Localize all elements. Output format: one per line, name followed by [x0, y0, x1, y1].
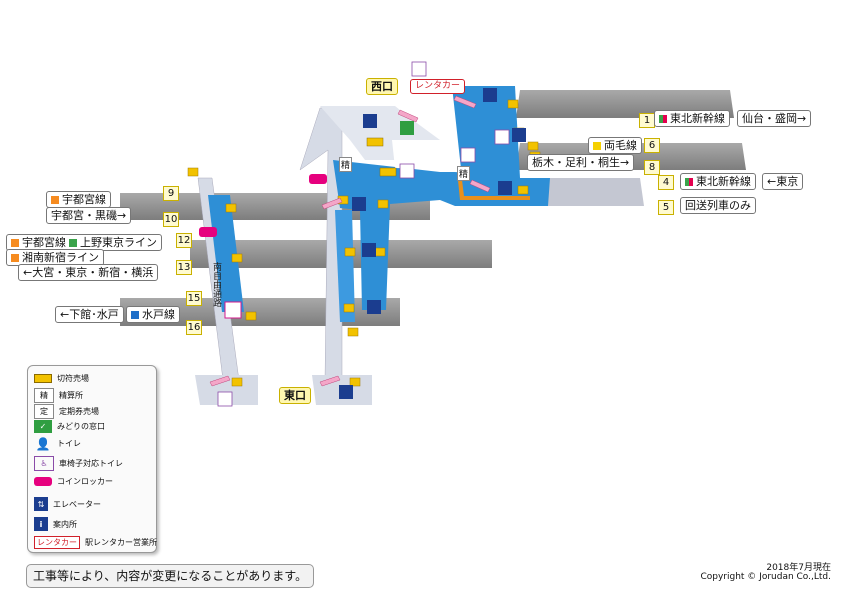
line-label-utsunomiya[interactable]: 宇都宮線 — [46, 191, 111, 208]
platform-number-10: 10 — [163, 212, 179, 227]
info-icon: i — [34, 517, 48, 531]
line-label-utsunomiya-dir[interactable]: 宇都宮・黒磯→ — [46, 207, 132, 224]
south-passage-blue — [208, 195, 244, 312]
fare-adjust-label-1: 精 — [339, 157, 353, 172]
platform-number-15: 15 — [186, 291, 202, 306]
platform-number-1: 1 — [639, 113, 655, 128]
east-exit-label[interactable]: 東口 — [279, 387, 311, 404]
legend-fare-adjust: 精 精算所 — [34, 388, 83, 403]
tohoku-swatch-2 — [685, 177, 693, 186]
notice-text: 工事等により、内容が変更になることがあります。 — [26, 564, 315, 588]
coin-locker-marker-1 — [309, 174, 327, 184]
line-label-mito[interactable]: 水戸線 — [126, 306, 180, 323]
rent-a-car-tag: レンタカー — [34, 536, 80, 549]
platform-number-4: 4 — [658, 175, 674, 190]
utsunomiya-swatch — [51, 195, 59, 204]
legend-accessible-toilet: ♿ 車椅子対応トイレ — [34, 456, 123, 471]
date-text: 2018年7月現在 — [766, 563, 831, 573]
elevator-markers — [339, 88, 526, 399]
shonan-swatch — [11, 253, 19, 262]
platform-number-5: 5 — [658, 200, 674, 215]
platform-shinkansen-lower — [536, 178, 644, 206]
escalator-markers — [209, 95, 491, 387]
legend-midori: ✓ みどりの窓口 — [34, 420, 105, 433]
accessible-toilet-markers — [217, 61, 510, 407]
line-label-tohoku-up[interactable]: 東北新幹線 — [654, 110, 730, 127]
line-label-forwarding[interactable]: 回送列車のみ — [680, 197, 756, 214]
fare-adjust-label-2: 精 — [457, 166, 471, 181]
line-label-tohoku-down-dir[interactable]: ←東京 — [762, 173, 804, 190]
platform-number-8: 8 — [644, 160, 660, 175]
line-label-mito-dir[interactable]: ←下館･水戸 — [55, 306, 124, 323]
line-label-ryomo-dir[interactable]: 栃木・足利・桐生→ — [527, 154, 635, 171]
legend-coin-locker: コインロッカー — [34, 475, 113, 488]
coin-locker-marker-2 — [199, 227, 217, 237]
rent-a-car-label[interactable]: レンタカー — [410, 79, 466, 94]
line-label-ryomo[interactable]: 両毛線 — [588, 137, 642, 154]
elevator-icon: ⇅ — [34, 497, 48, 511]
line-label-shonan-dir[interactable]: ←大宮・東京・新宿・横浜 — [18, 264, 159, 281]
mito-swatch — [131, 310, 139, 319]
line-label-tohoku-up-dir[interactable]: 仙台・盛岡→ — [737, 110, 812, 127]
platform-number-9: 9 — [163, 186, 179, 201]
platform-number-12: 12 — [176, 233, 192, 248]
utsunomiya-swatch-2 — [11, 238, 19, 247]
west-exit-label[interactable]: 西口 — [366, 78, 398, 95]
pass-office-icon: 定 — [34, 404, 54, 419]
south-passage-label: 南自由通路 — [211, 262, 221, 307]
ueno-tokyo-swatch — [69, 238, 77, 247]
legend: 切符売場 精 精算所 定 定期券売場 ✓ みどりの窓口 👤 トイレ ♿ 車椅子対… — [27, 365, 157, 553]
line-label-tohoku-down[interactable]: 東北新幹線 — [680, 173, 756, 190]
legend-toilet: 👤 トイレ — [35, 436, 81, 451]
legend-elevator: ⇅ エレベーター — [34, 497, 101, 511]
toilet-marker — [224, 301, 242, 319]
midori-window-icon: ✓ — [34, 420, 52, 433]
coin-locker-icon — [34, 475, 52, 488]
platform-number-13: 13 — [176, 260, 192, 275]
concourse-west-light — [392, 140, 460, 170]
legend-ticket-machine: 切符売場 — [34, 372, 89, 385]
east-concourse-blue — [335, 210, 355, 322]
legend-rent-a-car: レンタカー 駅レンタカー営業所 — [34, 536, 157, 549]
legend-info: i 案内所 — [34, 517, 77, 531]
ticket-machine-markers — [366, 137, 397, 177]
platform-number-6: 6 — [644, 138, 660, 153]
platform-number-16: 16 — [186, 320, 202, 335]
midori-window-marker — [400, 121, 414, 135]
tohoku-swatch — [659, 114, 667, 123]
accessible-toilet-icon: ♿ — [34, 456, 54, 471]
concourse-orange-rail — [458, 180, 530, 200]
fare-adjust-icon: 精 — [34, 388, 54, 403]
legend-pass-office: 定 定期券売場 — [34, 404, 99, 419]
ticket-machine-icon — [34, 372, 52, 385]
copyright-text: Copyright © Jorudan Co.,Ltd. — [700, 572, 831, 582]
concourse-main — [333, 160, 550, 310]
toilet-icon: 👤 — [35, 436, 51, 451]
ryomo-swatch — [593, 141, 601, 150]
